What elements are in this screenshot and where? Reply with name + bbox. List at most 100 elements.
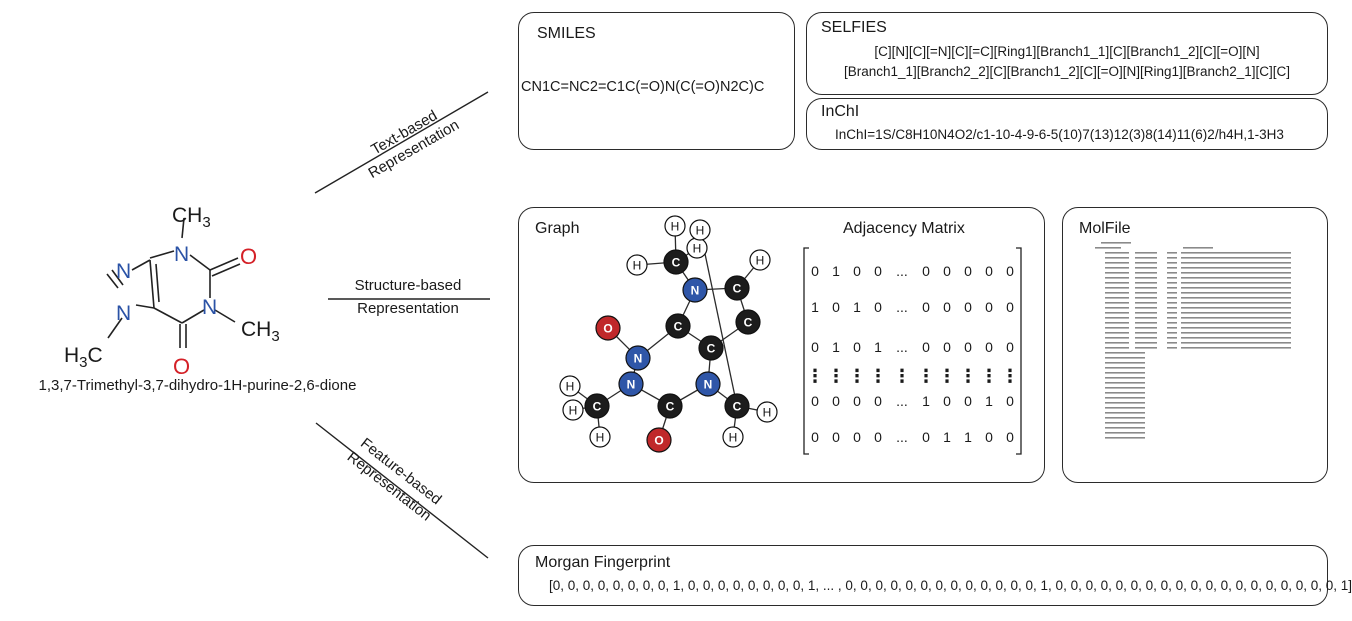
molfile-text-line: [1105, 327, 1129, 329]
matrix-cell: 0: [964, 339, 972, 355]
molfile-text-line: [1101, 242, 1131, 244]
molfile-text-line: [1181, 257, 1291, 259]
molfile-text-line: [1181, 272, 1291, 274]
molfile-text-line: [1181, 342, 1291, 344]
molfile-text-line: [1167, 322, 1177, 324]
matrix-cell: 0: [1006, 339, 1014, 355]
matrix-cell: 0: [922, 299, 930, 315]
molfile-text-line: [1105, 382, 1145, 384]
molfile-text-line: [1105, 332, 1129, 334]
matrix-cell: ⋮: [980, 366, 998, 386]
molfile-text-line: [1105, 342, 1129, 344]
matrix-cell: 1: [964, 429, 972, 445]
morgan-title: Morgan Fingerprint: [535, 554, 671, 571]
graph-atom-label: H: [633, 259, 642, 273]
molfile-text-line: [1105, 297, 1129, 299]
graph-atom-c: [735, 309, 761, 335]
matrix-cell: ⋮: [827, 366, 845, 386]
molfile-text-line: [1135, 292, 1157, 294]
molfile-text-line: [1181, 322, 1291, 324]
graph-atom-label: H: [756, 254, 765, 268]
molfile-text-line: [1181, 312, 1291, 314]
molfile-text-line: [1135, 347, 1157, 349]
molfile-text-line: [1105, 372, 1145, 374]
molfile-text-line: [1135, 317, 1157, 319]
molfile-text-line: [1181, 317, 1291, 319]
molfile-text-line: [1105, 422, 1145, 424]
matrix-cell: 1: [811, 299, 819, 315]
molfile-text-line: [1105, 277, 1129, 279]
molfile-text-line: [1167, 342, 1177, 344]
matrix-cell: ...: [896, 393, 908, 409]
graph-atom-n: [618, 371, 644, 397]
matrix-cell: 0: [985, 263, 993, 279]
matrix-bracket: [803, 247, 809, 455]
graph-atom-label: C: [744, 316, 753, 330]
graph-atom-label: H: [696, 224, 705, 238]
selfies-box: SELFIES [C][N][C][=N][C][=C][Ring1][Bran…: [806, 12, 1328, 95]
graph-atom-label: C: [666, 400, 675, 414]
matrix-cell: 1: [943, 429, 951, 445]
molfile-text-line: [1105, 412, 1145, 414]
molfile-text-line: [1105, 427, 1145, 429]
molfile-text-line: [1105, 417, 1145, 419]
graph-atom-h: [589, 426, 611, 448]
graph-atom-label: C: [593, 400, 602, 414]
graph-atom-label: N: [691, 284, 700, 298]
matrix-cell: 0: [832, 429, 840, 445]
molfile-text-line: [1135, 252, 1157, 254]
molfile-text-line: [1167, 287, 1177, 289]
graph-atom-h: [722, 426, 744, 448]
molfile-text-line: [1167, 282, 1177, 284]
molfile-text-line: [1135, 262, 1157, 264]
molfile-text-line: [1135, 312, 1157, 314]
molfile-text-line: [1105, 272, 1129, 274]
graph-atom-label: C: [733, 400, 742, 414]
ring-atom-N1: N: [174, 243, 189, 266]
molfile-text-line: [1181, 287, 1291, 289]
molfile-text-line: [1095, 247, 1121, 249]
graph-atom-label: H: [671, 220, 680, 234]
matrix-cell: ⋮: [806, 366, 824, 386]
matrix-cell: 0: [985, 429, 993, 445]
graph-atom-label: O: [603, 322, 612, 336]
molfile-text-line: [1135, 332, 1157, 334]
selfies-line-1: [C][N][C][=N][C][=C][Ring1][Branch1_1][C…: [874, 44, 1260, 59]
matrix-cell: 0: [943, 299, 951, 315]
molfile-text-line: [1105, 257, 1129, 259]
matrix-cell: 0: [874, 263, 882, 279]
graph-atom-h: [749, 249, 771, 271]
graph-atom-h: [626, 254, 648, 276]
matrix-cell: 1: [985, 393, 993, 409]
graph-atom-c: [698, 335, 724, 361]
molfile-text-line: [1135, 297, 1157, 299]
molfile-text-line: [1135, 322, 1157, 324]
matrix-cell: 0: [964, 393, 972, 409]
graph-atom-label: N: [634, 352, 643, 366]
carbonyl-O-right: O: [240, 244, 257, 269]
graph-atom-label: N: [704, 378, 713, 392]
molfile-text-line: [1105, 392, 1145, 394]
molecule-name: 1,3,7-Trimethyl-3,7-dihydro-1H-purine-2,…: [38, 377, 357, 394]
graph-atom-label: H: [566, 380, 575, 394]
molfile-text-line: [1167, 292, 1177, 294]
molfile-text-line: [1105, 387, 1145, 389]
molfile-text-line: [1105, 407, 1145, 409]
graph-atom-label: H: [693, 242, 702, 256]
molfile-text-line: [1167, 262, 1177, 264]
molfile-text-line: [1181, 327, 1291, 329]
matrix-cell: 0: [811, 429, 819, 445]
molfile-text-line: [1135, 307, 1157, 309]
selfies-line-2: [Branch1_1][Branch2_2][C][Branch1_2][C][…: [843, 64, 1291, 79]
ring-atom-N3: N: [116, 260, 131, 283]
molfile-title: MolFile: [1079, 220, 1131, 237]
matrix-cell: 0: [853, 263, 861, 279]
matrix-cell: 0: [943, 263, 951, 279]
molfile-text-line: [1135, 257, 1157, 259]
molfile-text-line: [1181, 252, 1291, 254]
molfile-text-line: [1105, 352, 1145, 354]
matrix-cell: 0: [853, 393, 861, 409]
molfile-text-line: [1105, 362, 1145, 364]
